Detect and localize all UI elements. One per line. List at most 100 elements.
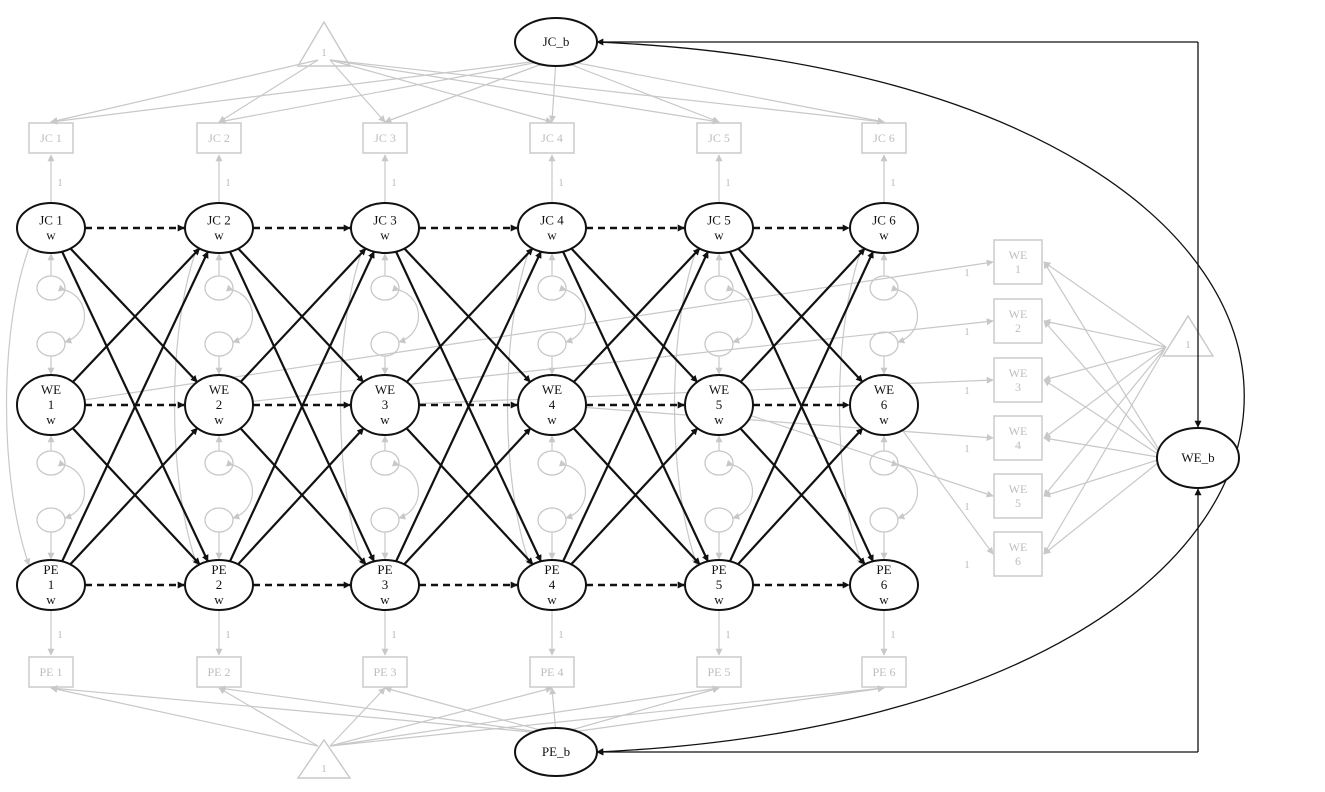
observed-jc-box bbox=[196, 122, 242, 154]
loading-label: 1 bbox=[392, 178, 397, 189]
residual-circle bbox=[704, 450, 734, 476]
cross-lagged-path bbox=[405, 427, 534, 566]
loading-label: 1 bbox=[226, 178, 231, 189]
constant-triangle-top bbox=[296, 20, 352, 67]
residual-circle bbox=[704, 275, 734, 301]
residual-covariance bbox=[391, 284, 420, 344]
intercept-path bbox=[1043, 261, 1167, 348]
residual-circle bbox=[370, 331, 400, 357]
within-latent-jc bbox=[517, 202, 587, 254]
intercept-path bbox=[1043, 346, 1167, 382]
cross-lagged-path bbox=[61, 250, 209, 562]
residual-circle bbox=[537, 507, 567, 533]
cross-lagged-path bbox=[229, 251, 375, 562]
between-loading-path bbox=[1043, 457, 1165, 498]
within-latent-we bbox=[16, 374, 86, 436]
between-loading-path bbox=[50, 61, 531, 125]
within-latent-jc bbox=[684, 202, 754, 254]
residual-covariance bbox=[5, 240, 35, 566]
loading-label: 1 bbox=[891, 178, 896, 189]
cross-lagged-path bbox=[739, 247, 866, 383]
observed-jc-label: JC 6 bbox=[873, 131, 895, 145]
loading-label: 1 bbox=[58, 178, 63, 189]
observed-we-box bbox=[993, 239, 1043, 285]
between-loading-path bbox=[572, 61, 885, 125]
observed-pe-label: PE 3 bbox=[373, 665, 396, 679]
observed-we-box bbox=[993, 298, 1043, 344]
residual-circle bbox=[204, 331, 234, 357]
intercept-path bbox=[1043, 346, 1167, 555]
cross-lagged-path bbox=[237, 247, 365, 383]
between-loading-path bbox=[549, 687, 557, 733]
intercept-path bbox=[329, 685, 720, 747]
residual-covariance bbox=[57, 284, 86, 344]
intercept-path bbox=[329, 685, 885, 747]
within-latent-we bbox=[184, 374, 254, 436]
loading-path bbox=[585, 406, 994, 442]
observed-pe-label: PE 2 bbox=[207, 665, 230, 679]
within-latent-we bbox=[684, 374, 754, 436]
loading-label: 1 bbox=[559, 178, 564, 189]
loading-label: 1 bbox=[965, 268, 970, 279]
cross-lagged-path bbox=[72, 247, 201, 383]
constant-triangle-bottom bbox=[296, 738, 352, 779]
within-latent-jc bbox=[849, 202, 919, 254]
between-covariance-jc-pe bbox=[590, 38, 1245, 756]
constant-label-bottom: 1 bbox=[322, 764, 327, 775]
between-loading-path bbox=[563, 61, 720, 123]
loading-label: 1 bbox=[226, 630, 231, 641]
residual-circle bbox=[537, 331, 567, 357]
cross-lagged-path bbox=[739, 427, 866, 566]
within-latent-pe bbox=[517, 559, 587, 611]
cross-lagged-path bbox=[405, 247, 534, 383]
intercept-path bbox=[218, 687, 319, 747]
residual-circle bbox=[869, 275, 899, 301]
intercept-path bbox=[1043, 346, 1167, 439]
observed-jc-label: JC 3 bbox=[374, 131, 396, 145]
residual-covariance bbox=[725, 284, 754, 344]
loading-label: 1 bbox=[965, 502, 970, 513]
observed-pe-label: PE 4 bbox=[540, 665, 563, 679]
within-latent-pe bbox=[184, 559, 254, 611]
between-latent-label: WE_b bbox=[1181, 450, 1214, 465]
intercept-path bbox=[329, 59, 386, 123]
between-loading-path bbox=[1043, 379, 1165, 459]
residual-circle bbox=[704, 507, 734, 533]
within-latent-pe bbox=[849, 559, 919, 611]
observed-jc-label: JC 4 bbox=[541, 131, 563, 145]
between-loading-path bbox=[218, 685, 540, 733]
within-latent-we bbox=[350, 374, 420, 436]
residual-circle bbox=[204, 450, 234, 476]
cross-lagged-path bbox=[69, 247, 198, 383]
between-loading-path bbox=[1043, 457, 1165, 555]
residual-circle bbox=[370, 275, 400, 301]
residual-circle bbox=[36, 450, 66, 476]
residual-circle bbox=[36, 331, 66, 357]
observed-pe-box bbox=[196, 656, 242, 688]
within-latent-pe bbox=[684, 559, 754, 611]
loading-label: 1 bbox=[559, 630, 564, 641]
loading-label: 1 bbox=[965, 327, 970, 338]
loading-path bbox=[901, 429, 994, 555]
residual-covariance bbox=[725, 459, 754, 520]
residual-covariance bbox=[225, 459, 254, 520]
observed-we-box bbox=[993, 415, 1043, 461]
cross-lagged-path bbox=[403, 427, 532, 566]
observed-pe-label: PE 5 bbox=[707, 665, 730, 679]
between-loading-path bbox=[548, 61, 557, 123]
intercept-path bbox=[50, 59, 319, 124]
between-loading-path bbox=[563, 686, 720, 733]
observed-pe-box bbox=[696, 656, 742, 688]
residual-covariance bbox=[57, 459, 86, 520]
within-latent-jc bbox=[350, 202, 420, 254]
